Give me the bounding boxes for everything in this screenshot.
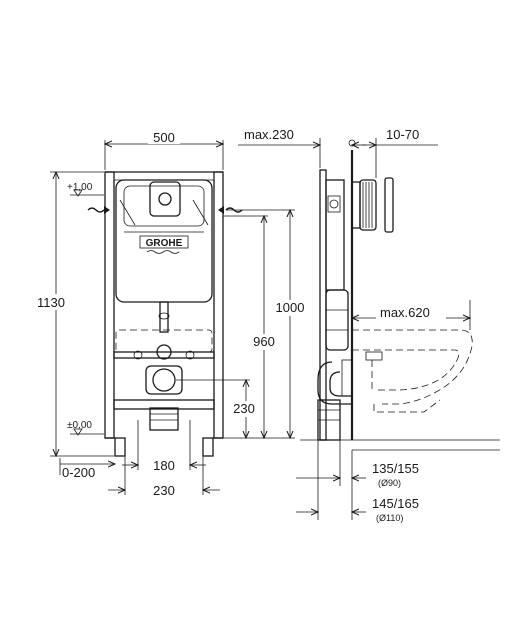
cistern-side <box>325 179 345 291</box>
wc-pan-dashed <box>352 329 473 405</box>
brand-wave-icon <box>146 250 180 254</box>
level-top-marker-icon <box>73 189 83 197</box>
flush-plate-opening <box>149 181 181 217</box>
max-230-label: max.230 <box>244 127 294 142</box>
max-620-label: max.620 <box>380 305 430 320</box>
height-1000-label: 1000 <box>276 300 305 315</box>
flush-plate-frame <box>359 179 377 231</box>
front-view: GROHE 500 +1,00 <box>30 130 308 498</box>
height-960-label: 960 <box>253 334 275 349</box>
dim-135-155-label: 135/155 <box>372 461 419 476</box>
level-top-label: +1,00 <box>67 182 93 193</box>
width-500-label: 500 <box>153 130 175 145</box>
brand-logo: GROHE <box>146 238 183 249</box>
left-foot <box>114 437 126 457</box>
flush-valve-icon <box>158 192 172 206</box>
right-foot <box>202 437 214 457</box>
adjust-0-200-label: 0-200 <box>62 465 95 480</box>
level-bottom-marker-icon <box>73 428 83 436</box>
water-inlet-left-icon <box>87 207 105 213</box>
height-1130-label: 1130 <box>37 295 65 310</box>
height-230-label: 230 <box>233 401 255 416</box>
level-bottom-label: ±0,00 <box>67 420 92 431</box>
dim-145-165-label: 145/165 <box>372 496 419 511</box>
dia-110-label: (Ø110) <box>376 513 403 523</box>
range-10-70-label: 10-70 <box>386 127 419 142</box>
width-230-label: 230 <box>153 483 175 498</box>
flush-plate-side <box>384 177 394 233</box>
drain-pipe <box>149 407 179 431</box>
wc-pan-outline <box>115 329 213 353</box>
side-view: max.230 10-70 max.620 135/155 (Ø90) 145/… <box>238 127 500 523</box>
width-180-label: 180 <box>153 458 175 473</box>
frame-bottom-bar <box>113 399 215 410</box>
dia-90-label: (Ø90) <box>378 478 401 488</box>
